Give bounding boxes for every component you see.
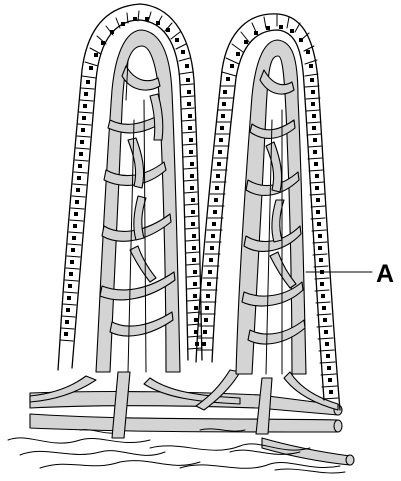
label-a-text: A bbox=[376, 260, 394, 288]
label-a: A bbox=[306, 260, 394, 288]
left-villus-capillaries bbox=[96, 30, 180, 372]
right-villus-capillaries bbox=[236, 40, 306, 374]
left-villus bbox=[58, 4, 202, 372]
right-villus bbox=[196, 14, 340, 410]
